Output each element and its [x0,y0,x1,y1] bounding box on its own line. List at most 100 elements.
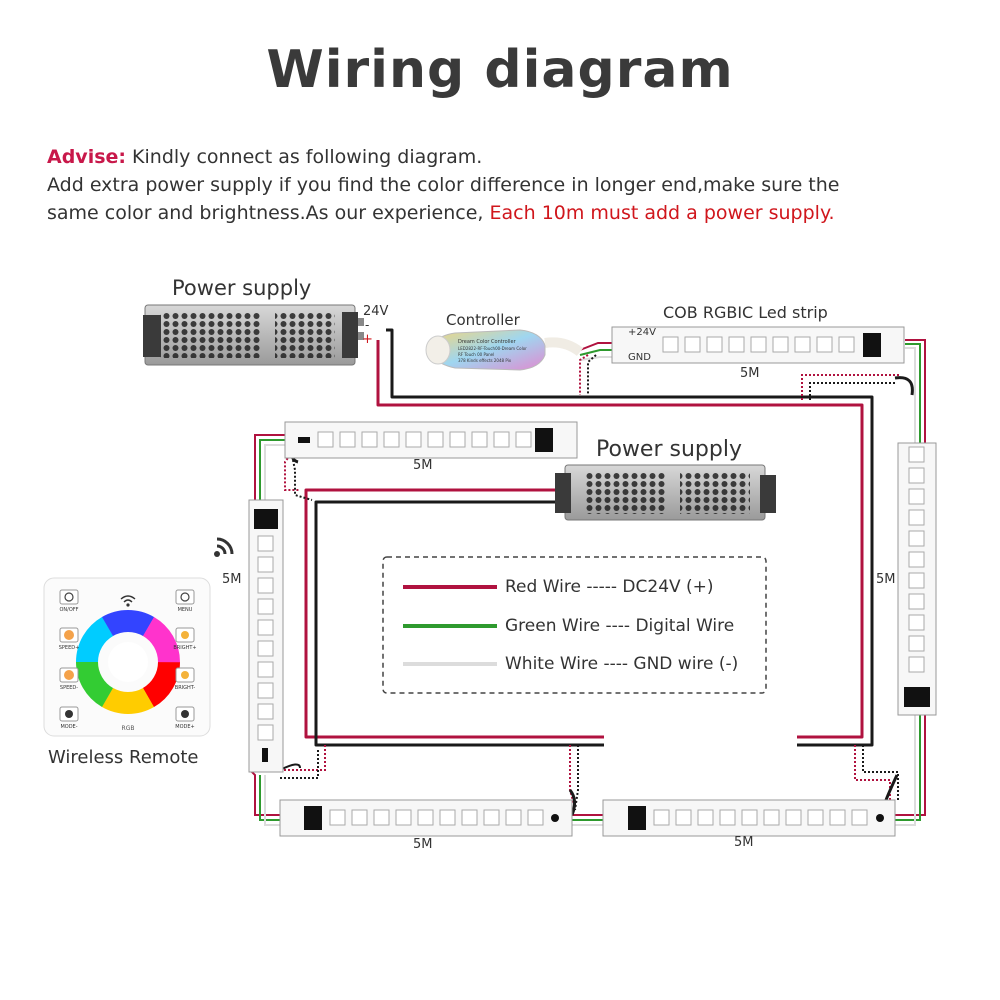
led-cell [395,809,412,826]
remote-btn-menu: MENU [178,607,193,613]
led-cell [662,336,679,353]
controller-label-2: LED2822-RF-Touch00-Dream Color [458,346,527,351]
controller-label: Controller [446,311,520,329]
led-cell [329,809,346,826]
led-cell [383,431,400,448]
led-cell [908,614,925,631]
led-cell [908,551,925,568]
mode-minus-icon [65,710,73,718]
power-supply-2-label: Power supply [596,437,742,462]
led-cell [257,535,274,552]
legend-box [382,556,767,694]
plus24v-label: +24V [628,327,656,338]
power-icon [64,592,74,602]
led-cell [741,809,758,826]
led-cell [908,488,925,505]
led-cell [706,336,723,353]
black-wire-ps2 [314,500,604,747]
led-cell [257,577,274,594]
legend-white-text: White Wire ---- GND wire (-) [505,654,739,674]
led-cell [908,656,925,673]
led-cell [527,809,544,826]
remote-btn-brightplus: BRIGHT+ [173,645,196,651]
led-cell [908,530,925,547]
legend-green-text: Green Wire ---- Digital Wire [505,616,735,636]
main-wires [304,328,874,747]
led-cell [807,809,824,826]
led-cell [257,682,274,699]
advice-line2: Add extra power supply if you find the c… [47,174,840,196]
led-cell [785,809,802,826]
led-cell [838,336,855,353]
led-cell [728,336,745,353]
led-cell [505,809,522,826]
legend-red-text: Red Wire ----- DC24V (+) [505,577,714,597]
led-cell [763,809,780,826]
led-cell [257,703,274,720]
wireless-remote: ON/OFF SPEED+ SPEED- MODE- MENU BRIGHT+ … [43,577,211,737]
led-cell [449,431,466,448]
led-cell [339,431,356,448]
volt-24-label: 24V [363,304,389,319]
strip-interconnects [249,339,926,826]
led-cell [719,809,736,826]
strip-length-top: 5M [740,366,760,381]
advice-line3: same color and brightness.As our experie… [47,202,490,224]
remote-btn-onoff: ON/OFF [59,607,78,613]
mode-plus-icon [181,710,189,718]
led-cell [257,556,274,573]
speed-minus-icon [64,670,74,680]
minus-label: - [365,318,370,332]
led-cell [493,431,510,448]
led-cells [257,336,925,826]
led-cell [257,640,274,657]
bright-plus-icon [181,631,189,639]
remote-btn-speedplus: SPEED+ [59,645,80,651]
remote-wifi-icon [120,595,136,607]
led-cell [471,431,488,448]
advice-text: Advise: Kindly connect as following diag… [47,143,977,227]
red-wire-ps2 [304,488,604,739]
power-supply-1-label: Power supply [172,276,312,300]
led-cell [908,446,925,463]
plus-label: + [362,332,373,347]
red-wire-ps1 [376,340,864,739]
strip-length-bottom-right: 5M [734,835,754,850]
remote-btn-speedminus: SPEED- [60,685,78,691]
led-cell [483,809,500,826]
led-cell [794,336,811,353]
led-cell [351,809,368,826]
led-cell [750,336,767,353]
advice-label: Advise: [47,146,126,168]
led-cell [816,336,833,353]
remote-brand: RGB [122,725,135,732]
bright-minus-icon [181,671,189,679]
led-cell [515,431,532,448]
led-cell [439,809,456,826]
led-cell [829,809,846,826]
led-cell [427,431,444,448]
led-cell [908,635,925,652]
led-cell [684,336,701,353]
page-title: Wiring diagram [266,40,734,100]
gnd-label: GND [628,352,651,363]
led-cell [417,809,434,826]
strip-length-upper-left: 5M [413,458,433,473]
strip-length-bottom-left: 5M [413,837,433,852]
speed-plus-icon [64,630,74,640]
strip-length-right: 5M [876,572,896,587]
led-cell [257,724,274,741]
black-wire-ps1 [386,328,874,747]
led-cell [361,431,378,448]
led-cell [772,336,789,353]
controller-device: Dream Color Controller LED2822-RF-Touch0… [425,329,584,371]
led-cell [257,619,274,636]
led-cell [908,572,925,589]
led-cell [461,809,478,826]
remote-btn-brightminus: BRIGHT- [175,685,196,691]
led-cell [908,509,925,526]
led-cell [908,467,925,484]
strip-length-left: 5M [222,572,242,587]
power-supply-2 [555,464,776,521]
